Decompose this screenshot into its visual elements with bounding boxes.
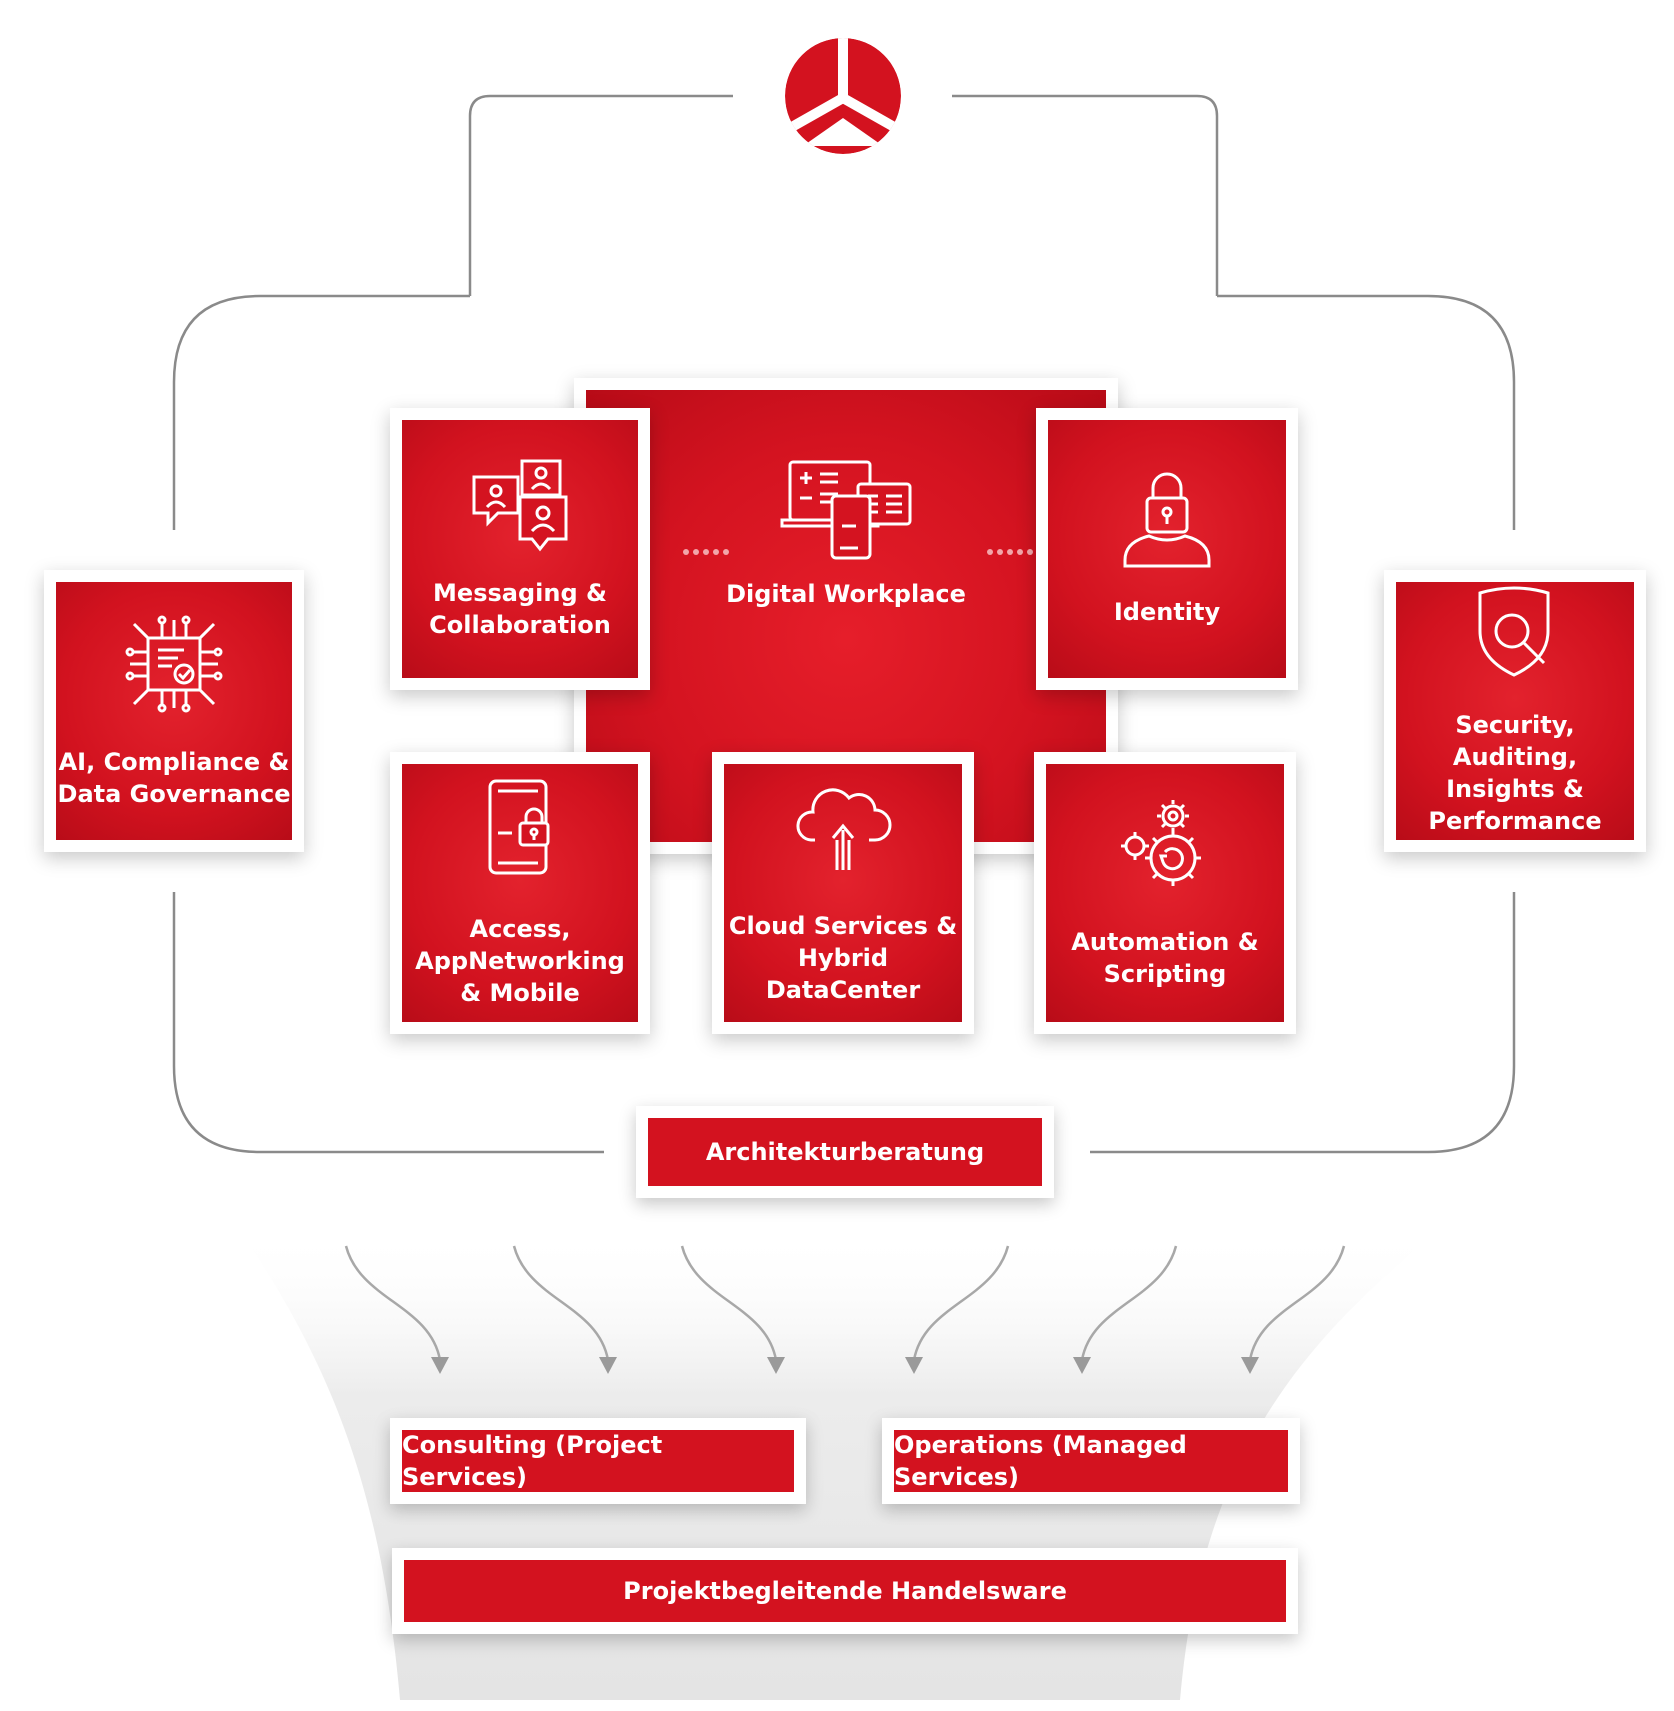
card-access-label: Access, AppNetworking & Mobile <box>415 915 625 1007</box>
card-identity-label: Identity <box>1113 598 1221 626</box>
digital-workplace-label: Digital Workplace <box>726 580 966 608</box>
chip-check-icon <box>125 615 223 713</box>
gears-icon <box>1121 800 1201 886</box>
card-security: Security, Auditing, Insights & Performan… <box>1384 570 1646 852</box>
card-messaging-label: Messaging & Collaboration <box>429 579 611 639</box>
chat-users-icon <box>472 459 568 552</box>
card-cloud-label: Cloud Services & Hybrid DataCenter <box>728 912 958 1004</box>
card-access: Access, AppNetworking & Mobile <box>390 752 650 1034</box>
devices-icon <box>780 460 912 560</box>
operations-bar: Operations (Managed Services) <box>882 1418 1300 1504</box>
shield-search-icon <box>1478 586 1550 677</box>
card-identity: Identity <box>1036 408 1298 690</box>
center-dots <box>683 549 1033 555</box>
card-ai-compliance: AI, Compliance & Data Governance <box>44 570 304 852</box>
consulting-bar: Consulting (Project Services) <box>390 1418 806 1504</box>
handelsware-bar: Projektbegleitende Handelsware <box>392 1548 1298 1634</box>
architektur-label: Architekturberatung <box>705 1138 985 1166</box>
handelsware-label: Projektbegleitende Handelsware <box>623 1577 1067 1605</box>
mobile-lock-icon <box>488 779 550 875</box>
consulting-label: Consulting (Project Services) <box>402 1431 663 1491</box>
operations-label: Operations (Managed Services) <box>894 1431 1187 1491</box>
card-ai-compliance-label: AI, Compliance & Data Governance <box>57 748 291 808</box>
card-messaging: Messaging & Collaboration <box>390 408 650 690</box>
card-automation-label: Automation & Scripting <box>1071 928 1259 988</box>
brand-logo <box>785 38 901 154</box>
cloud-upload-icon <box>796 788 892 870</box>
card-security-label: Security, Auditing, Insights & Performan… <box>1428 711 1602 835</box>
architektur-bar: Architekturberatung <box>636 1106 1054 1198</box>
user-lock-icon <box>1123 472 1211 568</box>
card-automation: Automation & Scripting <box>1034 752 1296 1034</box>
card-cloud: Cloud Services & Hybrid DataCenter <box>712 752 974 1034</box>
